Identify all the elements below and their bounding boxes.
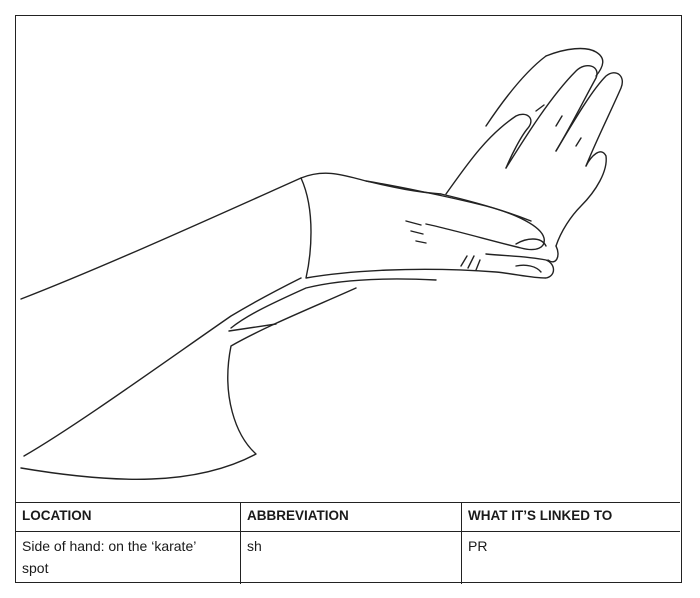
table-header-row: LOCATION ABBREVIATION WHAT IT’S LINKED T… [16,502,680,532]
cell-linked-to: PR [461,531,680,584]
back-arm [20,172,442,300]
table-row: Side of hand: on the ‘karate’ spot sh PR [16,531,680,584]
header-linked-to: WHAT IT’S LINKED TO [461,502,680,532]
lower-hand-fingers [445,113,532,195]
cell-abbreviation: sh [240,531,462,584]
top-hand [300,177,555,279]
front-forearm [20,287,357,480]
acupoint-table: LOCATION ABBREVIATION WHAT IT’S LINKED T… [16,502,680,584]
header-location: LOCATION [16,502,241,532]
header-abbreviation: ABBREVIATION [240,502,462,532]
figure-frame: LOCATION ABBREVIATION WHAT IT’S LINKED T… [15,15,682,584]
cell-location: Side of hand: on the ‘karate’ spot [16,531,241,584]
hand-illustration [20,47,623,480]
